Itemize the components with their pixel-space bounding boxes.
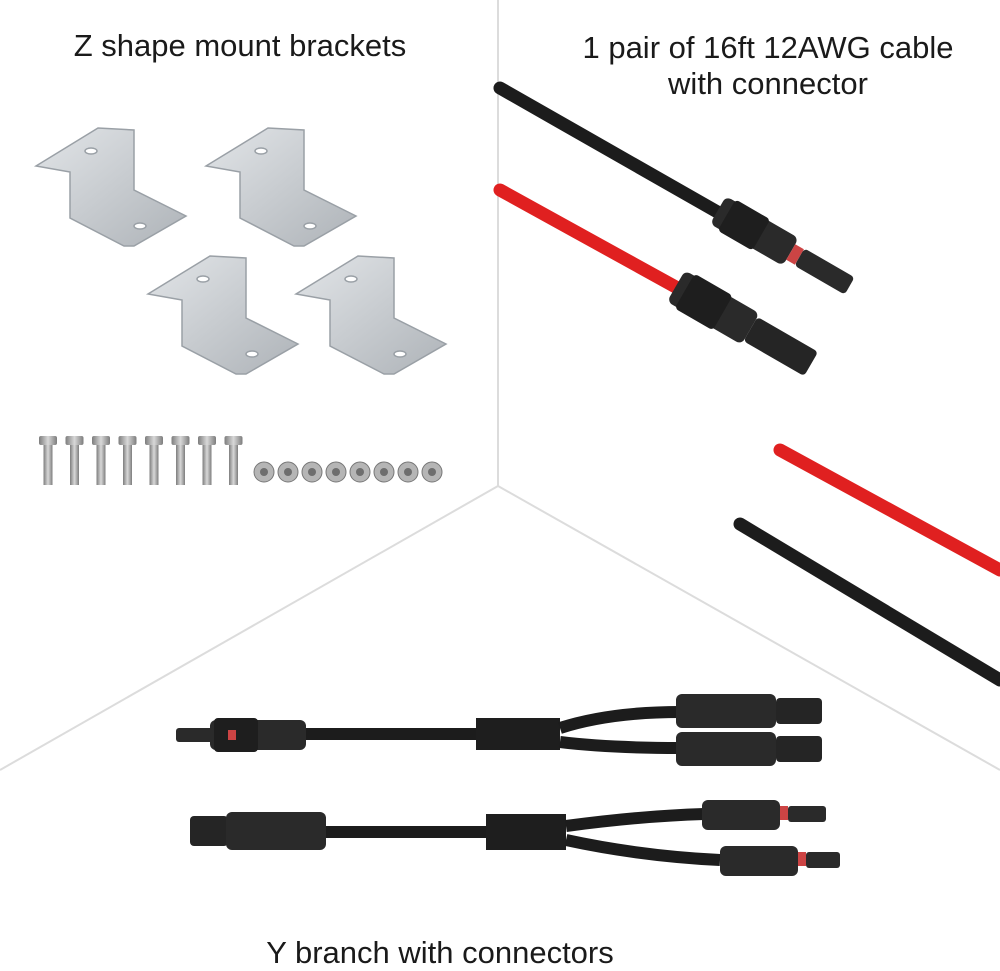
screw: [224, 436, 243, 485]
caption-ybranch: Y branch with connectors: [266, 935, 614, 970]
caption-brackets: Z shape mount brackets: [73, 28, 407, 63]
connector-female: [669, 272, 817, 375]
nut: [325, 461, 347, 483]
caption-cable-line1: 1 pair of 16ft 12AWG cable: [582, 30, 954, 65]
nut: [253, 461, 275, 483]
screw: [198, 436, 216, 485]
z-bracket: [33, 127, 188, 247]
nut: [349, 461, 371, 483]
z-brackets: [33, 127, 448, 375]
screw: [92, 436, 110, 485]
panel-dividers: [0, 0, 1000, 771]
screw: [118, 436, 137, 485]
nut: [301, 461, 323, 483]
black-cable: [493, 81, 742, 229]
z-bracket: [203, 127, 358, 247]
screw: [39, 436, 57, 485]
caption-cable-line2: with connector: [668, 66, 868, 101]
screws: [39, 436, 243, 485]
divider-right: [497, 485, 1000, 771]
nuts: [253, 461, 443, 483]
nut: [397, 461, 419, 483]
nut: [421, 461, 443, 483]
connector-male: [712, 198, 854, 294]
caption-cable: 1 pair of 16ft 12AWG cable with connecto…: [548, 30, 988, 102]
divider-left: [0, 485, 499, 771]
y-branch-1: [176, 694, 822, 766]
screw: [65, 436, 84, 485]
nut: [277, 461, 299, 483]
nut: [373, 461, 395, 483]
screw: [145, 436, 163, 485]
y-branch-2: [190, 800, 840, 876]
red-cable-end: [773, 443, 1000, 577]
z-bracket: [145, 255, 300, 375]
screw: [171, 436, 190, 485]
red-cable: [493, 183, 699, 303]
black-cable-end: [733, 517, 1000, 687]
cable-pair: [493, 81, 1000, 687]
z-bracket: [293, 255, 448, 375]
